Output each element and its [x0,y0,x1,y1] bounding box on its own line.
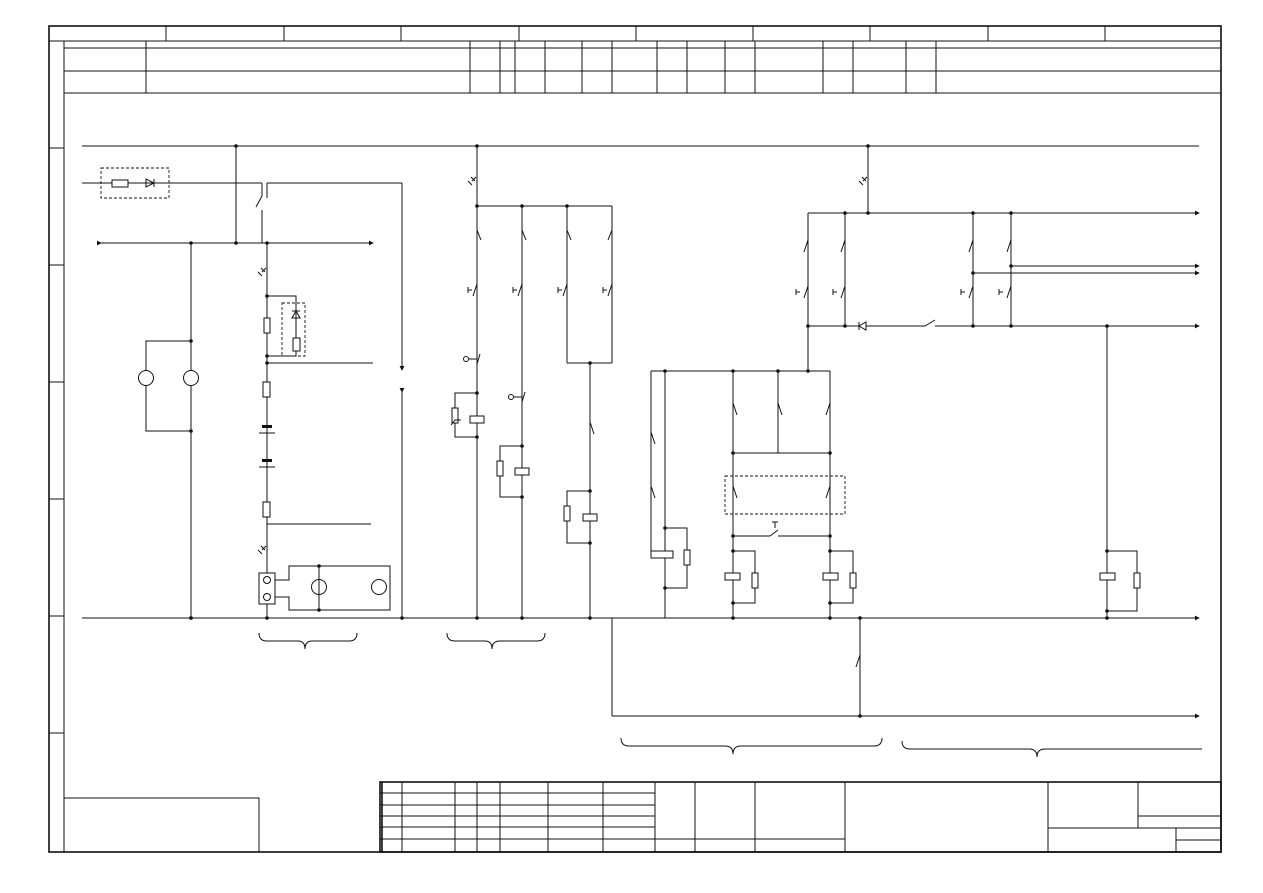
diode-icon [145,178,156,188]
battery-icon [262,425,272,428]
header-table [63,40,1222,94]
zener-icon [291,309,301,319]
motor-icon [183,370,199,386]
control-section [620,144,1202,758]
motor-icon [138,370,154,386]
sensor-icon [257,545,267,555]
diode-icon [855,319,936,331]
group-brace [258,632,358,650]
relay-coil-icon [469,415,485,424]
relay-coil-icon [514,467,530,476]
motor-icon [371,579,387,595]
busbars [82,145,1200,719]
group-brace [901,740,1202,758]
resistor-icon [263,317,271,334]
relay-coil-icon [822,572,839,581]
sensor-icon [257,267,267,277]
fuse-icon [262,381,271,398]
supply-section [82,144,405,650]
drawing-frame [48,25,1222,853]
relay-section [446,144,613,650]
relay-coil-icon [724,572,741,581]
group-brace [620,737,883,755]
relay-coil-icon [650,550,674,559]
group-brace [446,632,546,650]
contacts [467,228,613,297]
title-block [63,781,1222,853]
sensor-icon [467,176,477,186]
sensor-icon [858,176,868,186]
fuse-icon [111,179,129,188]
relay-coil-icon [582,513,598,522]
relay-coil-icon [1099,572,1116,581]
fuse-icon [262,501,271,518]
